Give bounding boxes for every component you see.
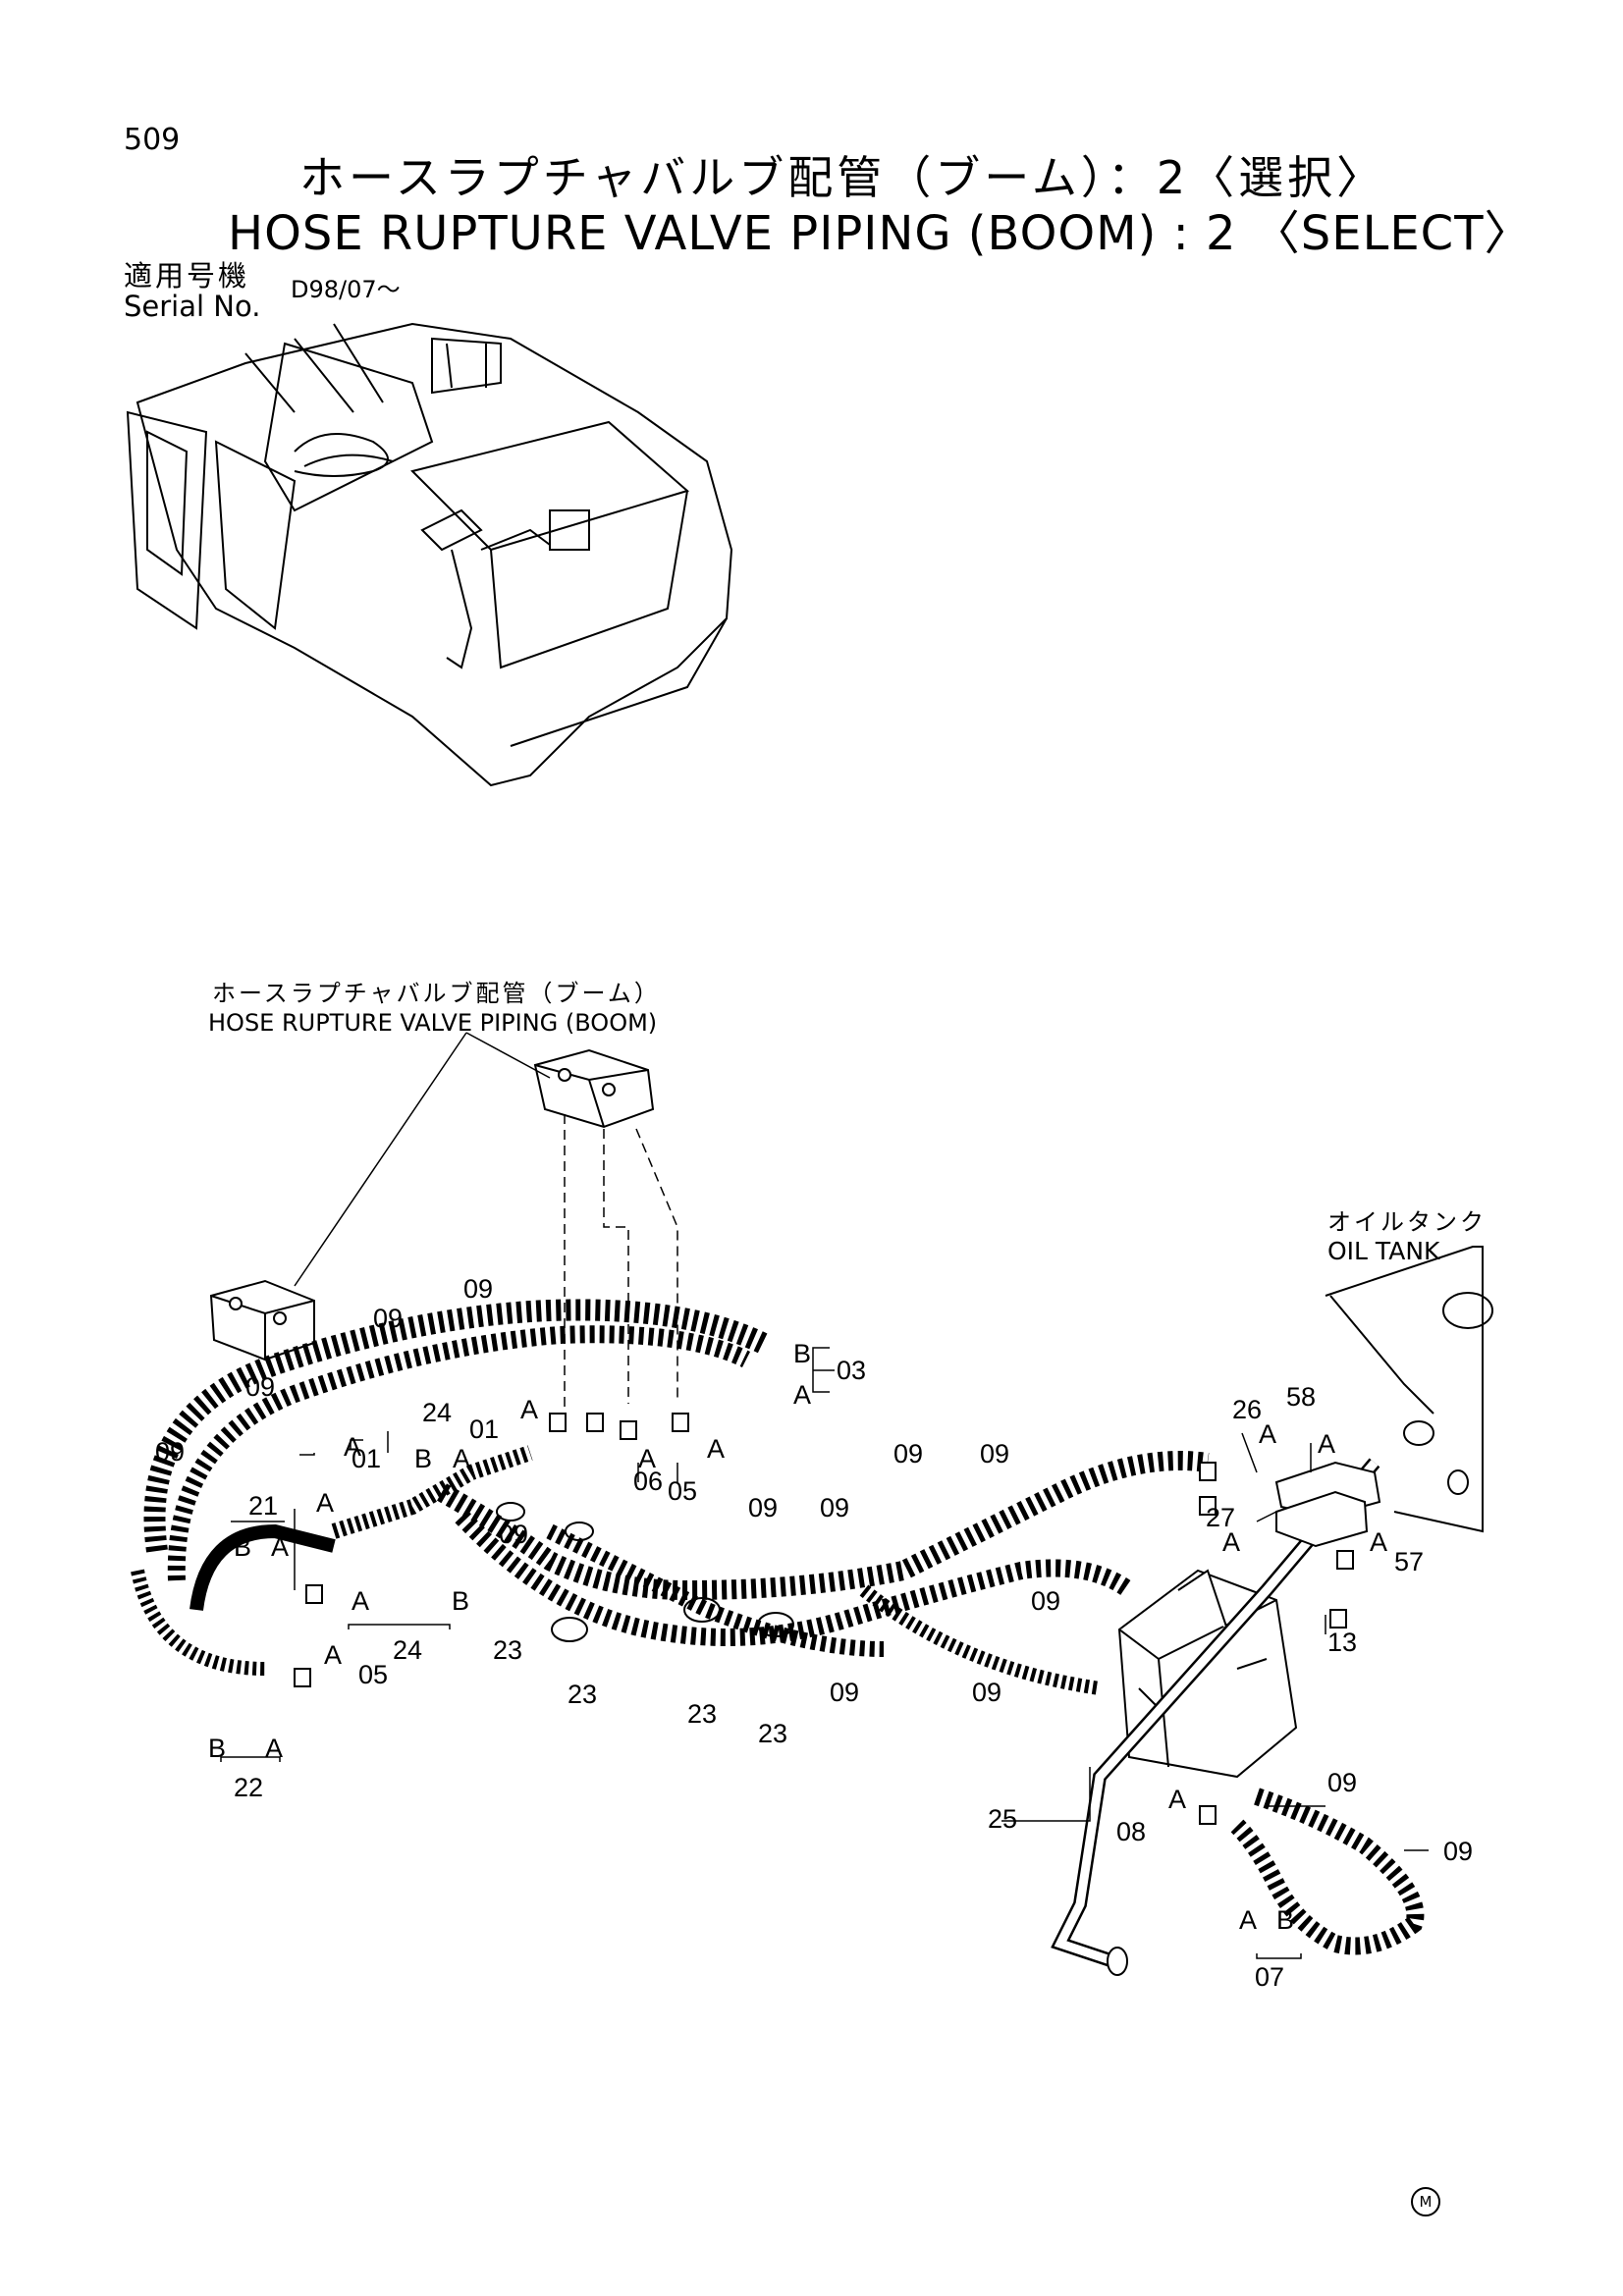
- assembly-label-en: HOSE RUPTURE VALVE PIPING (BOOM): [208, 1009, 658, 1037]
- callout-09: 09: [830, 1678, 859, 1707]
- callout-09: 09: [972, 1678, 1001, 1707]
- boom-bracket: [431, 337, 502, 395]
- page-title-jp: ホースラプチャバルブ配管（ブーム）：2〈選択〉: [299, 151, 1386, 204]
- hose-guard-outer: [143, 1299, 771, 1553]
- serial-label-en: Serial No.: [124, 290, 261, 323]
- callout-05: 05: [668, 1476, 697, 1506]
- callout-01: 01: [352, 1444, 381, 1473]
- callout-24: 24: [422, 1398, 452, 1427]
- callout-A: A: [1222, 1527, 1240, 1557]
- callout-A: A: [1259, 1419, 1276, 1449]
- oil-tank: [1325, 1246, 1493, 1533]
- callout-B: B: [793, 1339, 811, 1368]
- callout-A: A: [707, 1434, 725, 1464]
- callout-09: 09: [893, 1439, 923, 1468]
- hose-07: [1230, 1788, 1425, 1955]
- callout-A: A: [265, 1734, 283, 1763]
- hose-21: [189, 1523, 336, 1611]
- callout-B: B: [1276, 1905, 1294, 1935]
- callout-A: A: [453, 1444, 470, 1473]
- serial-label-jp: 適用号機: [124, 259, 250, 293]
- callout-07: 07: [1255, 1962, 1284, 1992]
- valve-blocks: [209, 1048, 655, 1362]
- callout-01: 01: [469, 1415, 499, 1444]
- manufacturer-mark: M: [1411, 2187, 1440, 2216]
- hose-bundle-main: [437, 1451, 1210, 1601]
- callout-A: A: [316, 1488, 334, 1518]
- callout-09: 09: [463, 1274, 493, 1304]
- callout-A: A: [1239, 1905, 1257, 1935]
- callout-A: A: [1318, 1429, 1335, 1459]
- callout-27: 27: [1206, 1503, 1235, 1532]
- hose-guard-inner: [167, 1325, 751, 1581]
- callout-09: 09: [155, 1437, 185, 1467]
- callout-09: 09: [245, 1372, 275, 1402]
- callout-03: 03: [837, 1356, 866, 1385]
- callout-09: 09: [373, 1304, 403, 1333]
- callout-labels: 09 09 09 09 09 09 09 09 09 09 09 09 09 0…: [155, 1274, 1473, 1992]
- callout-09: 09: [499, 1520, 528, 1549]
- callout-23: 23: [687, 1699, 717, 1729]
- callout-13: 13: [1327, 1628, 1357, 1657]
- callout-08: 08: [1116, 1817, 1146, 1846]
- callout-25: 25: [988, 1804, 1017, 1834]
- callout-B: B: [414, 1444, 432, 1473]
- excavator-overview: [126, 322, 733, 787]
- callout-09: 09: [748, 1493, 778, 1522]
- manifold: [1274, 1461, 1381, 1548]
- callout-09: 09: [1443, 1837, 1473, 1866]
- callout-B: B: [208, 1734, 226, 1763]
- assembly-leaders: [294, 1032, 678, 1414]
- callout-A: A: [352, 1586, 369, 1616]
- page-title-en: HOSE RUPTURE VALVE PIPING (BOOM) : 2 〈SE…: [228, 206, 1533, 261]
- valve-block-lower: [209, 1279, 315, 1362]
- callout-A: A: [344, 1432, 361, 1462]
- callout-09: 09: [820, 1493, 849, 1522]
- callout-09: 09: [1327, 1768, 1357, 1797]
- callout-23: 23: [493, 1635, 522, 1665]
- clamps: [496, 1502, 794, 1642]
- callout-leaders: [220, 1347, 1429, 1959]
- hose-loop-small: [294, 433, 389, 477]
- callout-A: A: [793, 1380, 811, 1410]
- callout-B: B: [452, 1586, 469, 1616]
- callout-A: A: [520, 1395, 538, 1424]
- callout-A: A: [638, 1444, 656, 1473]
- callout-A: A: [271, 1532, 289, 1562]
- fittings: [294, 1413, 1354, 1825]
- oil-tank-label-jp: オイルタンク: [1327, 1208, 1487, 1236]
- callout-A: A: [324, 1640, 342, 1670]
- callout-A: A: [1370, 1527, 1387, 1557]
- control-valve: [1117, 1569, 1298, 1779]
- callout-23: 23: [758, 1719, 787, 1748]
- valve-small: [420, 508, 483, 552]
- upper-structure-outline: [135, 322, 733, 787]
- valve-block-upper: [533, 1048, 655, 1129]
- assembly-label-jp: ホースラプチャバルブ配管（ブーム）: [212, 980, 661, 1007]
- callout-09: 09: [1031, 1586, 1060, 1616]
- callout-21: 21: [248, 1491, 278, 1521]
- callout-09: 09: [980, 1439, 1009, 1468]
- serial-value: D98/07～: [291, 276, 401, 303]
- callout-58: 58: [1286, 1382, 1316, 1412]
- hose-bundle: [131, 1299, 1425, 1955]
- callout-B: B: [234, 1532, 251, 1562]
- callout-26: 26: [1232, 1395, 1262, 1424]
- callout-22: 22: [234, 1773, 263, 1802]
- callout-23: 23: [568, 1680, 597, 1709]
- callout-05: 05: [358, 1660, 388, 1689]
- oil-tank-label-en: OIL TANK: [1327, 1237, 1440, 1265]
- callout-A: A: [1168, 1785, 1186, 1814]
- page-number: 509: [124, 123, 181, 157]
- callout-06: 06: [633, 1467, 663, 1496]
- callout-24: 24: [393, 1635, 422, 1665]
- callout-57: 57: [1394, 1547, 1424, 1576]
- cab-outline: [126, 410, 208, 630]
- hose-24: [331, 1445, 533, 1539]
